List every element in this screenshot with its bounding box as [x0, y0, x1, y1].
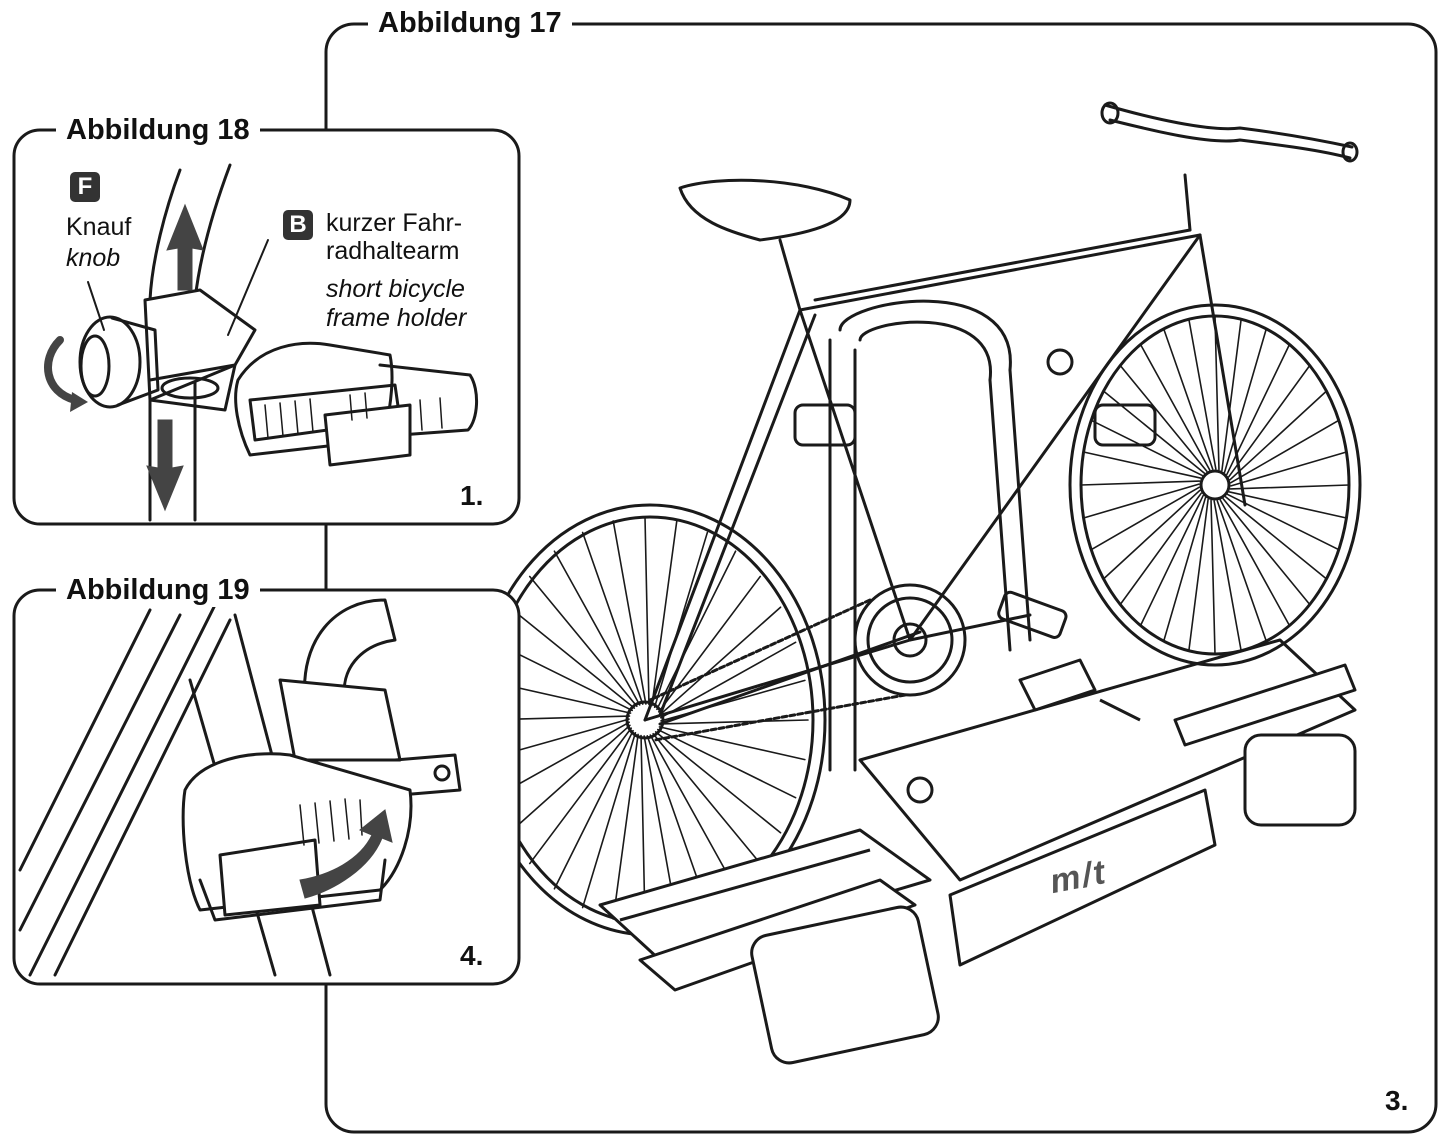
arrow-up-icon: [166, 203, 204, 291]
wheel-spoke: [1139, 343, 1211, 471]
wheel-spoke: [1090, 486, 1200, 551]
wheel-spoke: [649, 734, 737, 890]
wheel-spoke: [528, 727, 633, 865]
figure-17-title: Abbildung 17: [368, 6, 572, 40]
bicycle-drawing: [473, 101, 1362, 937]
wheel-spoke: [658, 726, 806, 761]
wheel-spoke: [652, 732, 762, 865]
wheel-spoke: [1223, 328, 1268, 473]
figure-17-step: 3.: [1385, 1085, 1409, 1116]
figure-18-step: 1.: [460, 480, 484, 511]
callout-b-label-de-2: radhaltearm: [326, 237, 460, 265]
figure-17-frame: [324, 22, 1438, 1134]
wheel-spoke: [1139, 494, 1204, 627]
wheel-spoke: [1216, 500, 1268, 642]
callout-f-label-en: knob: [66, 244, 121, 272]
wheel-spoke: [1162, 497, 1207, 642]
callout-b-label-en-2: frame holder: [326, 304, 467, 332]
wheel-spoke: [1214, 315, 1220, 471]
callout-f-label-de: Knauf: [66, 213, 132, 241]
rotate-arrow-icon: [44, 336, 79, 404]
wheel-spoke: [656, 550, 737, 711]
wheel-spoke: [1210, 499, 1216, 655]
wheel-spoke: [659, 606, 782, 716]
wheel-spoke: [654, 731, 782, 834]
wheel-spoke: [528, 575, 638, 708]
wheel-spoke: [660, 641, 797, 719]
wheel-spoke: [1082, 451, 1202, 479]
wheel-spoke: [1119, 364, 1208, 473]
wheel-spoke: [644, 516, 650, 706]
callout-f-badge: F: [70, 172, 100, 202]
wheel-spoke: [1230, 451, 1348, 487]
wheel-spoke: [1102, 489, 1201, 580]
wheel-spoke: [651, 520, 678, 707]
wheel-spoke: [1162, 328, 1214, 470]
wheel-spoke: [1229, 390, 1328, 481]
wheel-spoke: [1221, 318, 1242, 472]
rotate-arrow-icon: [299, 809, 393, 899]
wheel-spoke: [553, 550, 641, 706]
wheel-spoke: [659, 719, 809, 725]
figure-19-step: 4.: [460, 940, 484, 971]
wheel-spoke: [1229, 484, 1350, 490]
wheel-spoke: [581, 531, 644, 705]
figure-18-title: Abbildung 18: [56, 113, 260, 147]
callout-b-badge: B: [283, 210, 313, 240]
wheel-spoke: [1090, 419, 1203, 477]
wheel-spoke: [612, 733, 639, 920]
wheel-spoke: [1230, 419, 1340, 484]
wheel-spoke: [653, 531, 709, 708]
wheel-spoke: [508, 606, 636, 709]
wheel-spoke: [1188, 498, 1209, 652]
wheel-spoke: [581, 732, 637, 909]
arrow-down-icon: [146, 419, 184, 512]
wheel-spoke: [1222, 497, 1311, 606]
wheel-spoke: [1213, 500, 1242, 652]
wheel-spoke: [508, 724, 631, 834]
callout-b-label-en-1: short bicycle: [326, 275, 465, 303]
wheel-spoke: [1219, 499, 1291, 627]
holder-arm-drawing: [78, 163, 478, 522]
wheel-spoke: [1224, 496, 1328, 580]
wheel-spoke: [1119, 492, 1203, 606]
wheel-spoke: [1082, 483, 1200, 519]
wheel-spoke: [1227, 364, 1311, 478]
wheel-spoke: [1188, 318, 1217, 470]
wheel-spoke: [1228, 491, 1348, 519]
wheel-spoke: [657, 728, 797, 799]
bike-carrier-drawing: [598, 638, 1357, 1065]
wheel-spoke: [612, 520, 647, 705]
wheel-spoke: [553, 729, 634, 890]
figure-19-title: Abbildung 19: [56, 573, 260, 607]
callout-b-label-de-1: kurzer Fahr-: [326, 209, 463, 237]
wheel-spoke: [1080, 480, 1201, 486]
